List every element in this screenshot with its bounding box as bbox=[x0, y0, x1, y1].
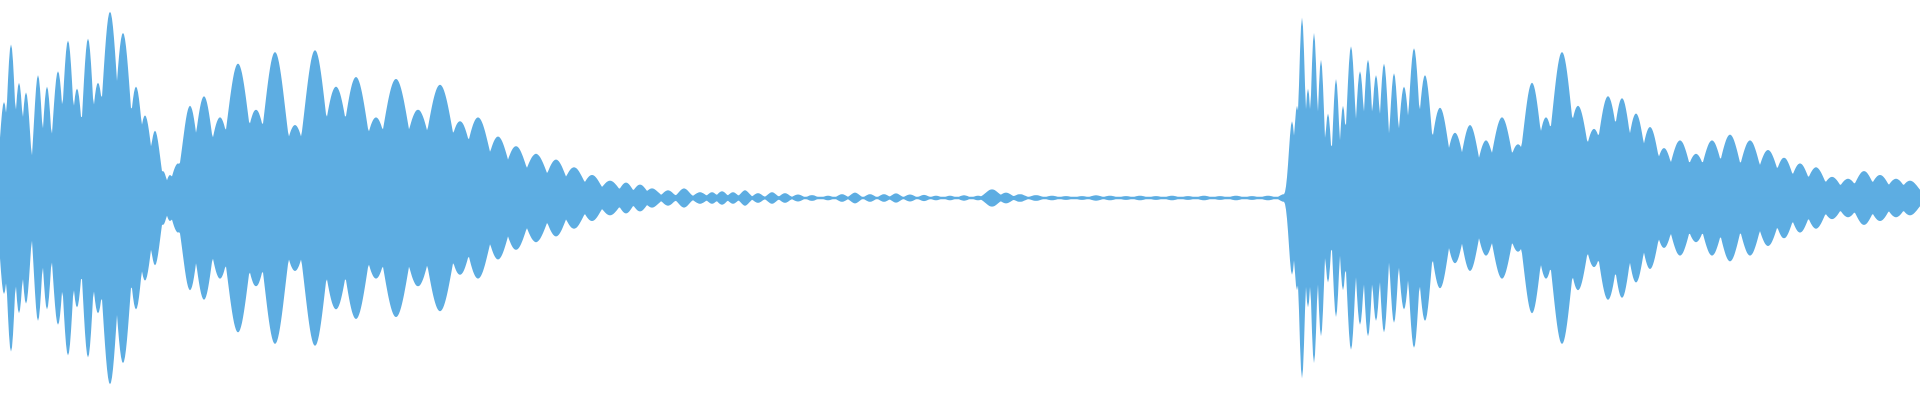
waveform-shape bbox=[0, 11, 1920, 385]
